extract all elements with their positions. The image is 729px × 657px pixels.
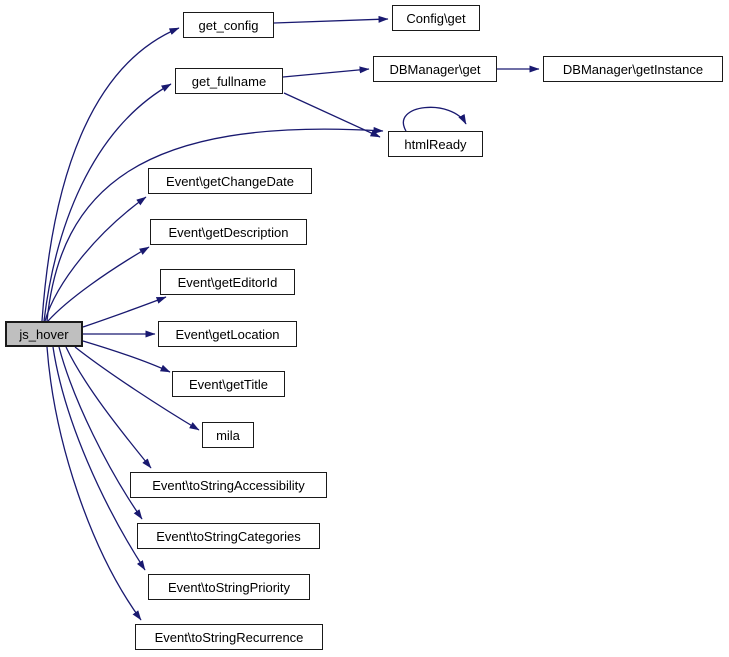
node-dbmanager-get[interactable]: DBManager\get xyxy=(373,56,497,82)
node-event-geteditorid[interactable]: Event\getEditorId xyxy=(160,269,295,295)
node-mila[interactable]: mila xyxy=(202,422,254,448)
edge-get-fullname-to-dbmanager-get xyxy=(282,66,370,78)
node-get-config[interactable]: get_config xyxy=(183,12,274,38)
node-event-tostringaccessibility[interactable]: Event\toStringAccessibility xyxy=(130,472,327,498)
node-event-getdescription[interactable]: Event\getDescription xyxy=(150,219,307,245)
node-dbmanager-getinstance[interactable]: DBManager\getInstance xyxy=(543,56,723,82)
node-get-fullname[interactable]: get_fullname xyxy=(175,68,283,94)
edge-js-hover-to-priority xyxy=(52,346,146,571)
edge-js-hover-to-recurrence xyxy=(46,346,142,621)
edge-js-hover-to-get-config xyxy=(41,27,180,322)
node-event-getchangedate[interactable]: Event\getChangeDate xyxy=(148,168,312,194)
edge-js-hover-to-getdescription xyxy=(47,246,150,322)
edge-js-hover-to-geteditorid xyxy=(82,296,167,328)
edge-js-hover-to-get-fullname xyxy=(43,83,172,322)
edge-js-hover-to-categories xyxy=(58,346,143,520)
node-js-hover: js_hover xyxy=(5,321,83,347)
node-event-getlocation[interactable]: Event\getLocation xyxy=(158,321,297,347)
node-event-tostringcategories[interactable]: Event\toStringCategories xyxy=(137,523,320,549)
edge-js-hover-to-htmlready xyxy=(46,126,384,322)
node-htmlready[interactable]: htmlReady xyxy=(388,131,483,157)
edge-js-hover-to-accessibility xyxy=(65,346,152,469)
edge-js-hover-to-gettitle xyxy=(82,340,171,373)
edge-js-hover-to-getchangedate xyxy=(44,196,147,322)
node-event-gettitle[interactable]: Event\getTitle xyxy=(172,371,285,397)
edge-htmlready-self-loop xyxy=(402,106,467,132)
node-event-tostringrecurrence[interactable]: Event\toStringRecurrence xyxy=(135,624,323,650)
node-config-get[interactable]: Config\get xyxy=(392,5,480,31)
edge-get-config-to-config-get xyxy=(273,15,389,24)
edge-get-fullname-to-htmlready xyxy=(283,92,381,138)
node-event-tostringpriority[interactable]: Event\toStringPriority xyxy=(148,574,310,600)
edge-js-hover-to-mila xyxy=(74,346,200,431)
